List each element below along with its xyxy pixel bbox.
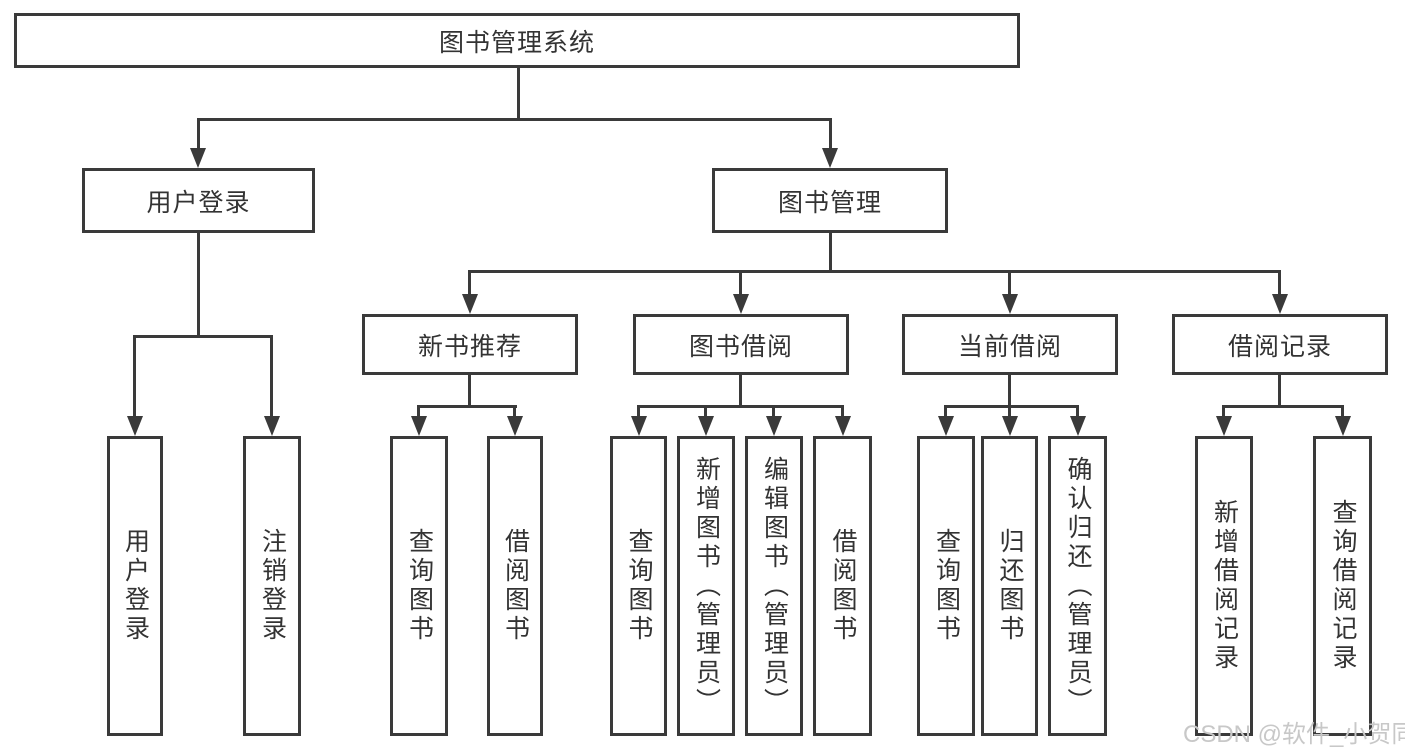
connector-user-login-rail [133,335,273,338]
connector-to-leaf-query-borrow-record [1341,405,1344,416]
arrowhead-to-leaf-confirm-return-admin-icon [1070,416,1086,436]
leaf-logout: 注销登录 [243,436,301,736]
connector-new-book-recommend-stem [468,375,471,405]
leaf-add-borrow-record-label: 新增借阅记录 [1210,499,1239,673]
connector-borrow-records-rail [1222,405,1344,408]
arrowhead-to-leaf-borrow-book-recommend-icon [507,416,523,436]
arrowhead-to-leaf-query-book-current-icon [938,416,954,436]
arrowhead-to-leaf-query-book-recommend-icon [411,416,427,436]
node-current-borrow: 当前借阅 [902,314,1118,375]
connector-to-leaf-edit-book-admin [772,405,775,416]
leaf-add-book-admin: 新增图书（管理员） [677,436,735,736]
arrowhead-to-new-book-recommend-icon [462,294,478,314]
arrowhead-to-book-borrow-icon [733,294,749,314]
connector-to-leaf-query-book-recommend [417,405,420,416]
leaf-query-book-borrow-label: 查询图书 [625,528,653,644]
node-borrow-records: 借阅记录 [1172,314,1388,375]
connector-to-leaf-logout [270,335,273,416]
leaf-query-book-current-label: 查询图书 [932,528,961,644]
arrowhead-to-leaf-add-book-admin-icon [698,416,714,436]
connector-to-book-borrow [739,270,742,294]
connector-new-book-recommend-rail [417,405,517,408]
leaf-add-book-admin-label: 新增图书（管理员） [692,455,721,717]
leaf-query-book-borrow: 查询图书 [610,436,667,736]
csdn-watermark: CSDN @软件_小贺同学 [1183,721,1405,747]
arrowhead-to-user-login-icon [190,148,206,168]
leaf-user-login: 用户登录 [107,436,163,736]
node-borrow-records-label: 借阅记录 [1227,332,1332,361]
leaf-logout-label: 注销登录 [258,528,287,644]
leaf-query-book-recommend-label: 查询图书 [405,528,434,644]
arrowhead-to-leaf-borrow-book-icon [835,416,851,436]
connector-to-leaf-query-book-borrow [637,405,640,416]
node-book-management: 图书管理 [712,168,948,233]
leaf-return-book-label: 归还图书 [996,528,1024,644]
arrowhead-to-leaf-query-book-borrow-icon [631,416,647,436]
node-current-borrow-label: 当前借阅 [957,332,1062,361]
node-user-login: 用户登录 [82,168,315,233]
connector-to-leaf-return-book [1008,405,1011,416]
leaf-borrow-book: 借阅图书 [813,436,872,736]
arrowhead-to-leaf-add-borrow-record-icon [1216,416,1232,436]
node-book-management-label: 图书管理 [777,188,882,217]
leaf-borrow-book-recommend: 借阅图书 [487,436,543,736]
arrowhead-to-leaf-query-borrow-record-icon [1335,416,1351,436]
connector-borrow-records-stem [1278,375,1281,405]
arrowhead-to-leaf-return-book-icon [1002,416,1018,436]
leaf-borrow-book-recommend-label: 借阅图书 [501,528,530,644]
connector-level2-rail [197,118,832,121]
connector-current-borrow-stem [1008,375,1011,405]
node-book-borrow-label: 图书借阅 [688,332,793,361]
connector-to-new-book-recommend [468,270,471,294]
connector-book-borrow-rail [637,405,844,408]
connector-current-borrow-rail [944,405,1079,408]
connector-to-leaf-borrow-book-recommend [513,405,516,416]
connector-book-borrow-stem [739,375,742,405]
node-new-book-recommend-label: 新书推荐 [417,332,522,361]
arrowhead-to-current-borrow-icon [1002,294,1018,314]
node-user-login-label: 用户登录 [146,188,251,217]
connector-to-borrow-records [1278,270,1281,294]
arrowhead-to-borrow-records-icon [1272,294,1288,314]
node-root: 图书管理系统 [14,13,1020,68]
connector-root-stem [517,67,520,118]
connector-to-book-management [829,118,832,148]
connector-user-login-stem [197,233,200,335]
connector-to-leaf-user-login [133,335,136,416]
arrowhead-to-leaf-logout-icon [264,416,280,436]
connector-to-leaf-add-book-admin [704,405,707,416]
leaf-query-borrow-record-label: 查询借阅记录 [1329,499,1357,673]
leaf-query-book-recommend: 查询图书 [390,436,448,736]
arrowhead-to-book-management-icon [822,148,838,168]
leaf-borrow-book-label: 借阅图书 [829,528,857,644]
connector-level3-rail [468,270,1281,273]
leaf-add-borrow-record: 新增借阅记录 [1195,436,1253,736]
leaf-confirm-return-admin-label: 确认归还（管理员） [1064,455,1092,717]
connector-to-user-login [197,118,200,148]
node-new-book-recommend: 新书推荐 [362,314,578,375]
arrowhead-to-leaf-user-login-icon [127,416,143,436]
connector-to-current-borrow [1008,270,1011,294]
leaf-query-borrow-record: 查询借阅记录 [1313,436,1372,736]
node-root-label: 图书管理系统 [438,28,595,57]
connector-to-leaf-confirm-return-admin [1076,405,1079,416]
leaf-confirm-return-admin: 确认归还（管理员） [1048,436,1107,736]
connector-to-leaf-add-borrow-record [1222,405,1225,416]
connector-book-management-stem [829,233,832,270]
connector-to-leaf-borrow-book [841,405,844,416]
leaf-edit-book-admin: 编辑图书（管理员） [745,436,803,736]
arrowhead-to-leaf-edit-book-admin-icon [766,416,782,436]
node-book-borrow: 图书借阅 [633,314,849,375]
leaf-query-book-current: 查询图书 [917,436,975,736]
leaf-return-book: 归还图书 [981,436,1038,736]
leaf-user-login-label: 用户登录 [121,528,150,644]
leaf-edit-book-admin-label: 编辑图书（管理员） [760,455,789,717]
connector-to-leaf-query-book-current [944,405,947,416]
